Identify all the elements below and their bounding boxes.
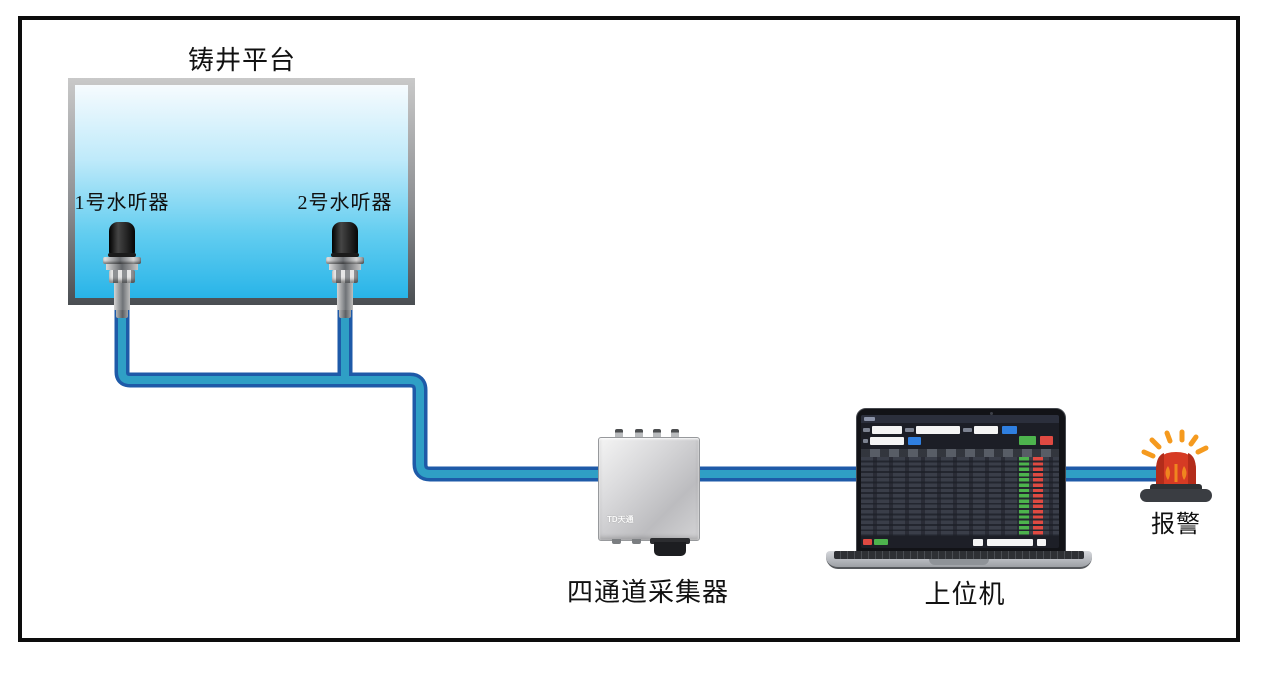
date-range-input[interactable] — [916, 426, 960, 434]
export-button[interactable] — [1019, 436, 1036, 445]
screen-title-text — [864, 417, 875, 421]
delete-button[interactable] — [1040, 436, 1053, 445]
siren-dome-shade — [1156, 453, 1164, 488]
collector-foot — [632, 539, 641, 544]
hydrophone-ring — [106, 264, 138, 270]
collector-connector-icon — [635, 429, 643, 439]
filter-label — [863, 428, 870, 432]
siren-rays — [1141, 429, 1209, 459]
alarm-siren-icon — [1130, 428, 1222, 506]
hydrophone-collar — [331, 253, 359, 257]
camera-icon — [990, 412, 993, 415]
hydrophone-tip — [116, 310, 128, 318]
hydrophone-cap — [109, 222, 135, 255]
collector-foot — [612, 539, 621, 544]
search-button[interactable] — [1002, 426, 1017, 434]
collector-connector-icon — [653, 429, 661, 439]
collector-bottom-plug — [650, 538, 690, 544]
hydrophone-1 — [103, 222, 141, 318]
screen-titlebar — [861, 415, 1059, 423]
table-column-gaps — [861, 457, 1059, 536]
host-laptop — [826, 406, 1096, 571]
hydrophone-2-label: 2号水听器 — [297, 192, 393, 214]
hydrophone-collar — [108, 253, 136, 257]
tank-title: 铸井平台 — [187, 46, 296, 75]
pagination-bar[interactable] — [987, 539, 1033, 546]
filter-input[interactable] — [870, 437, 904, 445]
hydrophone-2 — [326, 222, 364, 318]
laptop-screen — [861, 415, 1059, 548]
collector-label: 四通道采集器 — [566, 578, 729, 607]
hydrophone-tip — [339, 310, 351, 318]
keyboard-icon — [834, 551, 1084, 559]
filter-label — [905, 428, 914, 432]
collector-logo: TD天通 — [607, 515, 634, 524]
hydrophone-ring — [329, 264, 361, 270]
collector-connector-icon — [671, 429, 679, 439]
status-red-button[interactable] — [863, 539, 872, 545]
table-header-row — [861, 449, 1059, 457]
hydrophone-1-label: 1号水听器 — [74, 192, 170, 214]
filter-label — [863, 439, 868, 443]
filter-input[interactable] — [872, 426, 902, 434]
siren-slit — [1174, 464, 1178, 482]
screen-statusbar — [861, 536, 1059, 548]
hydrophone-stem — [114, 283, 130, 310]
hydrophone-nut — [332, 270, 358, 283]
hydrophone-cap — [332, 222, 358, 255]
filter-input[interactable] — [974, 426, 998, 434]
filter-label — [963, 428, 972, 432]
hydrophone-flange — [326, 257, 364, 264]
siren-lens — [1165, 466, 1170, 480]
hydrophone-stem — [337, 283, 353, 310]
hydrophone-nut — [109, 270, 135, 283]
collector-connector-icon — [615, 429, 623, 439]
laptop-lid-notch — [929, 559, 989, 565]
host-label: 上位机 — [924, 580, 1006, 609]
cable-core-path — [118, 307, 1172, 478]
siren-base — [1140, 489, 1212, 502]
four-channel-collector: TD天通 — [598, 429, 702, 559]
collector-body — [598, 437, 700, 541]
alarm-label: 报警 — [1151, 512, 1201, 538]
page-jump-input[interactable] — [1037, 539, 1046, 546]
collector-bottom-plug — [654, 542, 686, 556]
query-button[interactable] — [908, 437, 921, 445]
laptop-base — [826, 551, 1092, 569]
siren-lens — [1182, 466, 1187, 480]
siren-dome-shade — [1188, 453, 1196, 488]
row-action-red-buttons[interactable] — [1033, 457, 1043, 536]
status-green-button[interactable] — [874, 539, 888, 545]
page-size-select[interactable] — [973, 539, 983, 546]
hydrophone-flange — [103, 257, 141, 264]
row-action-green-buttons[interactable] — [1019, 457, 1029, 536]
